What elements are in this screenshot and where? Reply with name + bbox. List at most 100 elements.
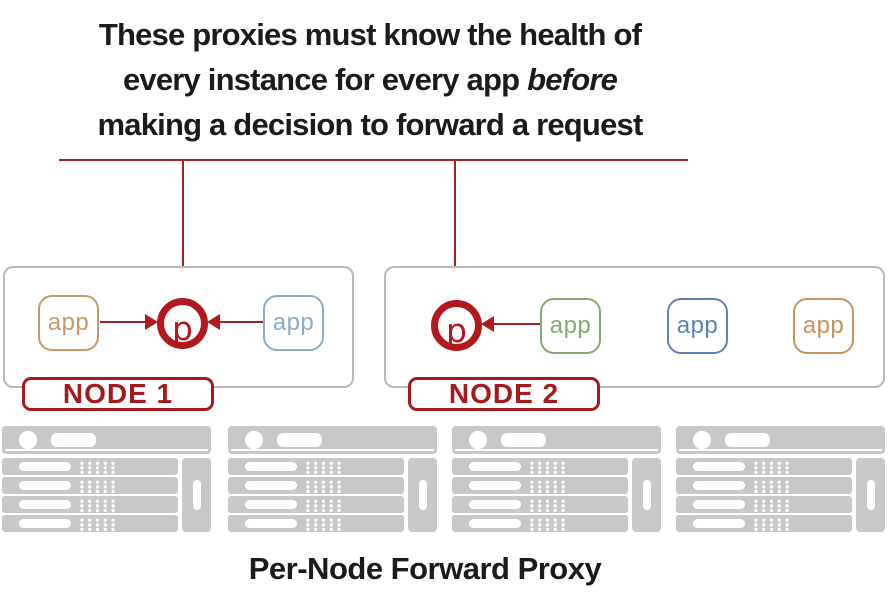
rack-slot-icon <box>693 462 745 471</box>
rack-server-row <box>2 496 178 513</box>
diagram-caption: Per-Node Forward Proxy <box>248 551 602 586</box>
arrow-left-icon <box>481 316 494 332</box>
rack-server-row <box>2 515 178 532</box>
rack-power-button-icon <box>469 431 487 449</box>
rack-slot-icon <box>19 519 71 528</box>
rack-server-row <box>228 458 404 475</box>
rack-handle-icon <box>418 480 427 510</box>
connector-line <box>494 323 540 325</box>
app-label: app <box>272 309 315 336</box>
rack-vent-dots-icon <box>752 479 791 493</box>
rack-vent-dots-icon <box>528 460 567 474</box>
rack-side-panel <box>408 458 437 532</box>
node-1-label: NODE 1 <box>22 377 214 411</box>
rack-divider-line <box>5 449 208 451</box>
rack-server-row <box>228 496 404 513</box>
node-2-app-1: app <box>540 298 601 354</box>
rack-vent-dots-icon <box>304 460 343 474</box>
rack-slot-icon <box>693 481 745 490</box>
rack-side-panel <box>632 458 661 532</box>
rack-slot-icon <box>469 500 521 509</box>
app-label: app <box>549 312 592 339</box>
rack-side-panel <box>856 458 885 532</box>
rack-top-unit <box>2 426 211 454</box>
rack-slot-icon <box>693 500 745 509</box>
rack-side-panel <box>182 458 211 532</box>
app-label: app <box>47 309 90 336</box>
rack-vent-dots-icon <box>528 498 567 512</box>
rack-power-button-icon <box>693 431 711 449</box>
rack-vent-dots-icon <box>304 498 343 512</box>
rack-divider-line <box>679 449 882 451</box>
rack-slot-icon <box>469 519 521 528</box>
server-rack <box>676 426 885 532</box>
node-1-app-1: app <box>38 295 99 351</box>
rack-drive-bay-icon <box>51 433 96 447</box>
rack-slot-icon <box>245 500 297 509</box>
rack-server-row <box>452 458 628 475</box>
rack-slot-icon <box>19 500 71 509</box>
proxy-circle-node-1: p <box>157 298 208 349</box>
proxy-circle-node-2: p <box>431 300 482 351</box>
annotation-line-2-italic: before <box>527 62 618 97</box>
rack-vent-dots-icon <box>752 517 791 531</box>
rack-vent-dots-icon <box>78 517 117 531</box>
rack-server-row <box>2 477 178 494</box>
connector-line <box>100 321 146 323</box>
rack-drive-bay-icon <box>277 433 322 447</box>
rack-vent-dots-icon <box>78 460 117 474</box>
rack-vent-dots-icon <box>78 498 117 512</box>
rack-slot-icon <box>245 519 297 528</box>
rack-power-button-icon <box>245 431 263 449</box>
rack-server-row <box>228 515 404 532</box>
rack-top-unit <box>228 426 437 454</box>
rack-server-row <box>2 458 178 475</box>
rack-slot-icon <box>469 481 521 490</box>
rack-server-row <box>452 515 628 532</box>
rack-power-button-icon <box>19 431 37 449</box>
rack-server-row <box>676 458 852 475</box>
rack-divider-line <box>455 449 658 451</box>
server-rack <box>228 426 437 532</box>
arrow-right-icon <box>145 314 158 330</box>
rack-server-row <box>452 477 628 494</box>
rack-top-unit <box>452 426 661 454</box>
node-2-app-2: app <box>667 298 728 354</box>
callout-drop-line-2 <box>454 161 456 287</box>
rack-vent-dots-icon <box>528 479 567 493</box>
annotation-line-1: These proxies must know the health of <box>98 17 642 52</box>
rack-vent-dots-icon <box>304 517 343 531</box>
rack-vent-dots-icon <box>752 498 791 512</box>
rack-vent-dots-icon <box>528 517 567 531</box>
rack-drive-bay-icon <box>501 433 546 447</box>
rack-vent-dots-icon <box>752 460 791 474</box>
callout-drop-line-1 <box>182 161 184 285</box>
node-1-app-2: app <box>263 295 324 351</box>
connector-line <box>220 321 263 323</box>
rack-slot-icon <box>469 462 521 471</box>
server-rack <box>2 426 211 532</box>
server-rack <box>452 426 661 532</box>
rack-server-row <box>676 496 852 513</box>
app-label: app <box>802 312 845 339</box>
node-2-app-3: app <box>793 298 854 354</box>
rack-drive-bay-icon <box>725 433 770 447</box>
rack-slot-icon <box>19 462 71 471</box>
app-label: app <box>676 312 719 339</box>
annotation-line-2-text: every instance for every app <box>122 62 528 97</box>
annotation-text: These proxies must know the health of ev… <box>0 12 740 147</box>
rack-server-row <box>676 477 852 494</box>
annotation-line-3: making a decision to forward a request <box>97 107 644 142</box>
proxy-label: p <box>446 310 467 350</box>
annotation-line-2: every instance for every app before <box>0 57 740 102</box>
rack-vent-dots-icon <box>78 479 117 493</box>
rack-slot-icon <box>693 519 745 528</box>
rack-slot-icon <box>245 481 297 490</box>
proxy-label: p <box>172 308 193 348</box>
rack-server-row <box>452 496 628 513</box>
rack-strip <box>0 426 889 532</box>
rack-slot-icon <box>245 462 297 471</box>
rack-top-unit <box>676 426 885 454</box>
rack-server-row <box>228 477 404 494</box>
